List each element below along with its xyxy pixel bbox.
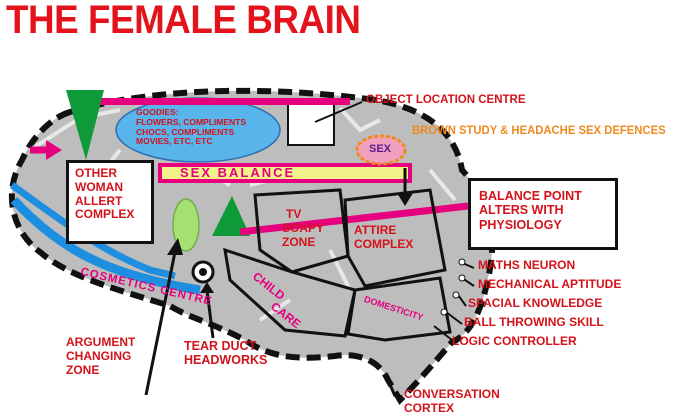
object-location-label: OBJECT LOCATION CENTRE [366, 94, 526, 106]
sex-badge [355, 134, 407, 166]
logic-controller-label: LOGIC CONTROLLER [452, 334, 577, 348]
green-wedge [66, 90, 104, 160]
other-woman-box: OTHER WOMAN ALLERT COMPLEX [66, 160, 154, 244]
sex-badge-label: SEX [369, 143, 392, 155]
attire-zone-outline [343, 188, 447, 288]
balance-point-line: ALTERS WITH [479, 203, 564, 218]
light-green-ellipse [172, 198, 200, 252]
sex-balance-bar [158, 163, 412, 183]
child-care-zone-outline [223, 247, 357, 338]
tear-duct-line: HEADWORKS [184, 353, 268, 368]
tear-duct-arrow-shaft [205, 289, 215, 339]
argument-line: ARGUMENT [66, 335, 136, 349]
object-location-box [287, 102, 335, 146]
goodies-line: FLOWERS, COMPLIMENTS [136, 116, 247, 127]
tv-line: SOAPY [282, 220, 325, 235]
conversation-line: CONVERSATION [404, 387, 500, 401]
argument-zone-label: ARGUMENT CHANGING ZONE [66, 335, 136, 377]
conversation-pointer [386, 379, 397, 397]
balance-point-line: PHYSIOLOGY [479, 217, 562, 232]
goodies-line: CHOCS, COMPLIMENTS [136, 126, 235, 137]
maths-neuron-label: MATHS NEURON [478, 258, 576, 272]
argument-arrow-head [167, 238, 183, 255]
balance-point-line: BALANCE POINT [479, 189, 582, 203]
goodies-line: GOODIES: [136, 107, 179, 117]
balance-pointer-line [239, 202, 469, 236]
domesticity-zone-outline [346, 276, 452, 342]
attire-line: COMPLEX [354, 236, 414, 251]
sex-balance-label: SEX BALANCE [180, 165, 296, 180]
sex-down-arrow-head [397, 193, 413, 206]
page-title: THE FEMALE BRAIN [6, 0, 361, 42]
balance-point-box: BALANCE POINT ALTERS WITH PHYSIOLOGY [468, 178, 618, 250]
magenta-arrow-head [46, 140, 62, 160]
argument-line: ZONE [66, 362, 100, 377]
tv-line: TV [286, 207, 302, 221]
attire-line: ATTIRE [354, 223, 397, 237]
other-woman-line: WOMAN [75, 179, 123, 194]
connector-dot-1 [458, 258, 466, 266]
tv-zone-label: TV SOAPY ZONE [282, 207, 325, 249]
right-connectors [433, 261, 475, 341]
ball-throwing-label: BALL THROWING SKILL [464, 315, 604, 329]
connector-dot-2 [458, 274, 466, 282]
tear-duct-arrow-head [200, 282, 214, 293]
spacial-knowledge-label: SPACIAL KNOWLEDGE [468, 296, 603, 310]
goodies-line: MOVIES, ETC, ETC [136, 136, 213, 147]
connector-dot-3 [452, 291, 460, 299]
tv-zone-outline [253, 188, 350, 274]
tear-duct-label: TEAR DUCT HEADWORKS [184, 339, 267, 368]
magenta-top-bar [88, 98, 350, 105]
conversation-line: CORTEX [404, 400, 455, 415]
other-woman-line: OTHER [75, 166, 117, 180]
mechanical-aptitude-label: MECHANICAL APTITUDE [478, 277, 622, 291]
object-location-pointer [314, 101, 363, 123]
argument-arrow-shaft [144, 251, 177, 396]
argument-line: CHANGING [66, 348, 132, 363]
conversation-cortex-label: CONVERSATION CORTEX [404, 387, 500, 416]
attire-label: ATTIRE COMPLEX [354, 223, 414, 252]
tear-duct-line: TEAR DUCT [184, 339, 257, 353]
tv-line: ZONE [282, 234, 316, 249]
tear-duct-ring-inner [199, 268, 207, 276]
green-triangle [212, 196, 250, 236]
connector-dot-4 [440, 308, 448, 316]
goodies-label: GOODIES: FLOWERS, COMPLIMENTS CHOCS, COM… [136, 107, 247, 147]
other-woman-line: ALLERT [75, 193, 123, 208]
brown-study-label: BROWN STUDY & HEADACHE SEX DEFENCES [412, 123, 666, 137]
other-woman-line: COMPLEX [75, 207, 135, 222]
